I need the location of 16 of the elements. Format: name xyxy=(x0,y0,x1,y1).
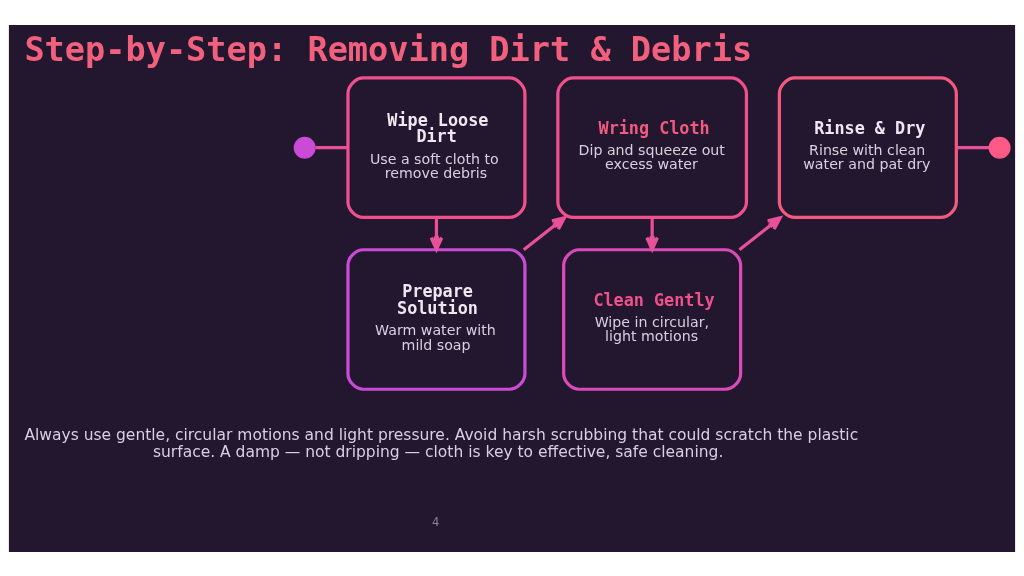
arrow xyxy=(522,215,566,251)
connector xyxy=(956,145,990,149)
arrow xyxy=(738,215,782,251)
node-box: Prepare Solution Warm water with mild soap xyxy=(346,247,527,391)
node-box: Wipe Loose Dirt Use a soft cloth to remove debris xyxy=(346,75,527,219)
arrow xyxy=(429,217,444,251)
diagram-title: Step-by-Step: Removing Dirt & Debris xyxy=(24,29,753,69)
node-circle xyxy=(293,136,316,159)
node-box: Rinse & Dry Rinse with clean water and pat dry xyxy=(777,75,958,219)
node-box: Clean Gently Wipe in circular, light motions xyxy=(562,247,743,391)
node-box: Wring Cloth Dip and squeeze out excess water xyxy=(556,75,749,219)
label: 4 xyxy=(431,514,440,529)
node-circle xyxy=(988,136,1011,159)
connector xyxy=(315,145,348,149)
label: Always use gentle, circular motions and light pressure. Avoid harsh scrubbing that could scratch the plastic surface. A damp — not dripping — cloth is key to effective, safe cleaning. xyxy=(24,425,859,461)
arrow xyxy=(645,217,659,251)
